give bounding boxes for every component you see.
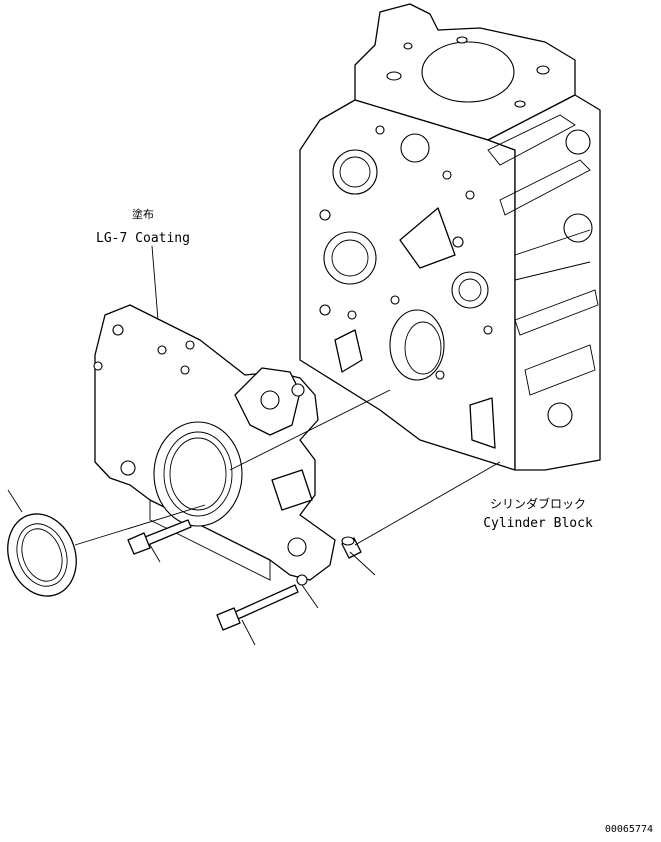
dowel-pin (341, 536, 362, 559)
front-cover (93, 304, 336, 586)
bolt-short (127, 519, 192, 555)
leader-lines (7, 245, 501, 646)
oil-seal (7, 513, 77, 597)
coating-label-en: LG-7 Coating (96, 231, 190, 246)
coating-label-jp: 塗布 (132, 207, 154, 221)
cylinder-block (299, 3, 601, 471)
bolt-long (216, 584, 299, 631)
block-label-jp: シリンダブロック (490, 496, 586, 511)
drawing-number: 00065774 (605, 824, 653, 835)
block-label-en: Cylinder Block (483, 516, 593, 531)
